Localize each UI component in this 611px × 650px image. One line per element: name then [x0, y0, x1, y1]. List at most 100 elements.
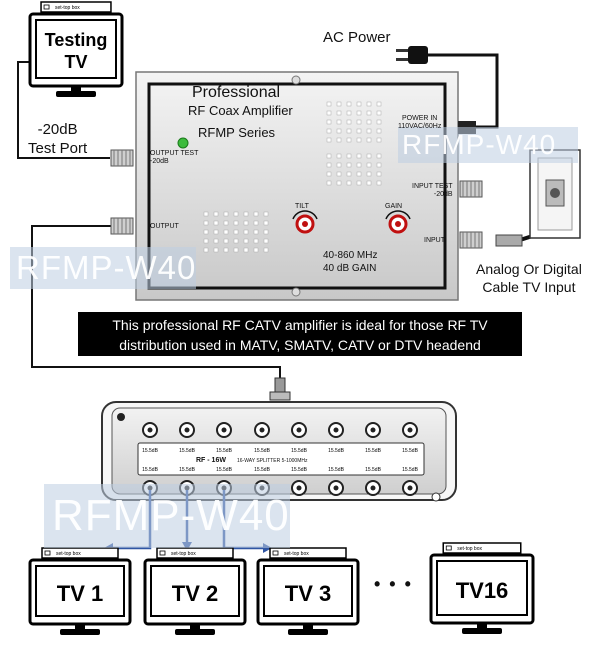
vent-hole: [326, 180, 332, 186]
tv-base: [60, 629, 100, 635]
vent-hole: [366, 153, 372, 159]
set-top-box-label: set-top box: [457, 546, 482, 552]
splitter-top-nut: [269, 391, 291, 401]
vent-hole: [223, 238, 229, 244]
vent-hole: [376, 110, 382, 116]
port-db-label-bottom: 15.5dB: [254, 467, 271, 473]
output-connector: [110, 217, 134, 235]
set-top-box-label: set-top box: [171, 551, 196, 557]
vent-hole: [253, 229, 259, 235]
vent-hole: [203, 220, 209, 226]
port-db-label-top: 15.5dB: [254, 448, 271, 454]
vent-hole: [366, 162, 372, 168]
tv-base: [288, 629, 328, 635]
vent-hole: [253, 238, 259, 244]
vent-hole: [356, 101, 362, 107]
vent-hole: [356, 162, 362, 168]
vent-hole: [356, 137, 362, 143]
vent-hole: [326, 119, 332, 125]
tv-screen: [436, 560, 528, 616]
vent-hole: [253, 211, 259, 217]
vent-hole: [336, 171, 342, 177]
ellipsis: • • •: [374, 574, 413, 594]
vent-hole: [263, 229, 269, 235]
port-db-label-top: 15.5dB: [216, 448, 233, 454]
vent-hole: [346, 101, 352, 107]
watermark-top-right: RFMP-W40: [398, 127, 578, 163]
vent-hole: [346, 137, 352, 143]
tv-neck: [303, 624, 313, 630]
vent-hole: [223, 220, 229, 226]
knob-arc: [292, 210, 318, 220]
tv-label: TV16: [456, 578, 509, 603]
vent-hole: [346, 162, 352, 168]
vent-hole: [356, 180, 362, 186]
tv-label: TV 1: [57, 581, 103, 606]
wall-jack-hole: [550, 188, 560, 198]
vent-hole: [203, 211, 209, 217]
vent-hole: [376, 128, 382, 134]
port-db-label-top: 15.5dB: [328, 448, 345, 454]
tv-screen: [35, 19, 117, 79]
vent-hole: [336, 128, 342, 134]
vent-hole: [213, 220, 219, 226]
tv-neck: [75, 624, 85, 630]
power-in-label: POWER IN 110VAC/60Hz: [398, 115, 442, 130]
vent-hole: [263, 220, 269, 226]
port-db-label-bottom: 15.5dB: [216, 467, 233, 473]
port-db-label-bottom: 15.5dB: [328, 467, 345, 473]
output-to-splitter-cable: [31, 225, 281, 383]
vent-hole: [223, 211, 229, 217]
description-banner: This professional RF CATV amplifier is i…: [78, 312, 522, 356]
vent-hole: [326, 128, 332, 134]
vent-hole: [326, 101, 332, 107]
vent-hole: [253, 220, 259, 226]
amplifier-title: Professional: [192, 84, 281, 101]
set-top-box: [41, 547, 119, 559]
vent-hole: [366, 128, 372, 134]
frequency-label: 40-860 MHz: [323, 250, 378, 261]
plug-prong-top: [396, 49, 408, 52]
splitter-label-panel: [137, 442, 425, 476]
set-top-box-label: set-top box: [55, 5, 80, 11]
vent-hole: [263, 238, 269, 244]
test-led: [177, 137, 189, 149]
input-test-connector: [459, 180, 483, 198]
tv-base: [56, 91, 96, 97]
amp-screw-top: [291, 75, 301, 85]
vent-hole: [356, 119, 362, 125]
vent-hole: [336, 137, 342, 143]
vent-hole: [366, 171, 372, 177]
tv-label-line: TV: [64, 52, 87, 72]
vent-hole: [203, 238, 209, 244]
set-top-box: [442, 542, 522, 554]
vent-hole: [376, 119, 382, 125]
port-db-label-bottom: 15.5dB: [142, 467, 159, 473]
set-top-box: [40, 1, 112, 13]
ac-power-label: AC Power: [323, 29, 391, 46]
test-tv-cable: [17, 61, 110, 159]
splitter-port-bottom-pin: [407, 485, 413, 491]
plug-body: [408, 46, 428, 64]
gain-spec-label: 40 dB GAIN: [323, 263, 377, 274]
vent-hole: [356, 128, 362, 134]
vent-hole: [243, 247, 249, 253]
gain-label: GAIN: [385, 203, 403, 210]
vent-hole: [356, 153, 362, 159]
vent-hole: [203, 229, 209, 235]
vent-hole: [243, 229, 249, 235]
vent-hole: [233, 247, 239, 253]
vent-hole: [376, 137, 382, 143]
input-label: INPUT: [424, 237, 445, 244]
splitter-ground: [117, 413, 125, 421]
vent-hole: [253, 247, 259, 253]
input-plug: [495, 234, 523, 247]
output-test-connector: [110, 149, 134, 167]
vent-hole: [243, 238, 249, 244]
vent-hole: [213, 211, 219, 217]
set-top-box-led: [43, 4, 50, 10]
vent-hole: [346, 128, 352, 134]
vent-hole: [223, 247, 229, 253]
set-top-box-led: [44, 550, 51, 556]
